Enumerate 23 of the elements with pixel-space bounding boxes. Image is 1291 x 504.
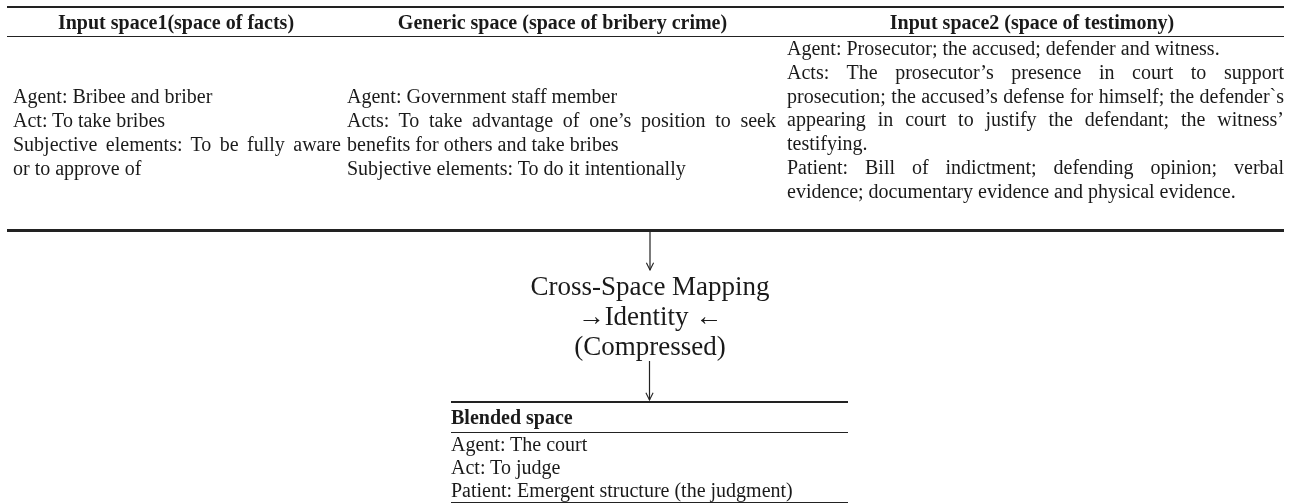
blended-space-table [451,401,848,503]
entry-text: Subjective elements: To be fully aware or to approve of [13,133,341,181]
entry-text: Act: To judge [451,456,562,479]
mapping-text: Cross-Space Mapping [529,271,771,301]
column-heading: Input space1(space of facts) [7,8,345,37]
table-heading: Blended space [451,403,848,433]
entry-text: Act: To take bribes [13,109,167,133]
table [7,6,1284,232]
entry-text: Acts: The prosecutor’s presence in court to support prosecution; the accused’s defense for himself; the defender`s appearing in court to justify the defendant; the witness’ testifying. [787,60,1284,156]
mapping-text: →Identity ← [576,301,724,331]
mapping-text: (Compressed) [573,331,727,361]
arrow [645,360,654,401]
arrow [645,231,655,271]
entry-text: Patient: Emergent structure (the judgment) [451,479,794,502]
column-heading: Generic space (space of bribery crime) [345,8,780,37]
entry-text: Patient: Bill of indictment; defending opinion; verbal evidence; documentary evidence and physical evidence. [787,156,1284,204]
column-heading: Input space2 (space of testimony) [780,8,1284,37]
entry-text: Subjective elements: To do it intentionally [347,156,687,181]
entry-text: Agent: The court [451,433,589,456]
entry-text: Agent: Prosecutor; the accused; defender and witness. [787,37,1221,61]
entry-text: Agent: Bribee and briber [13,85,214,110]
entry-text: Agent: Government staff member [347,85,619,110]
entry-text: Acts: To take advantage of one’s position to seek benefits for others and take bribes [347,109,776,157]
